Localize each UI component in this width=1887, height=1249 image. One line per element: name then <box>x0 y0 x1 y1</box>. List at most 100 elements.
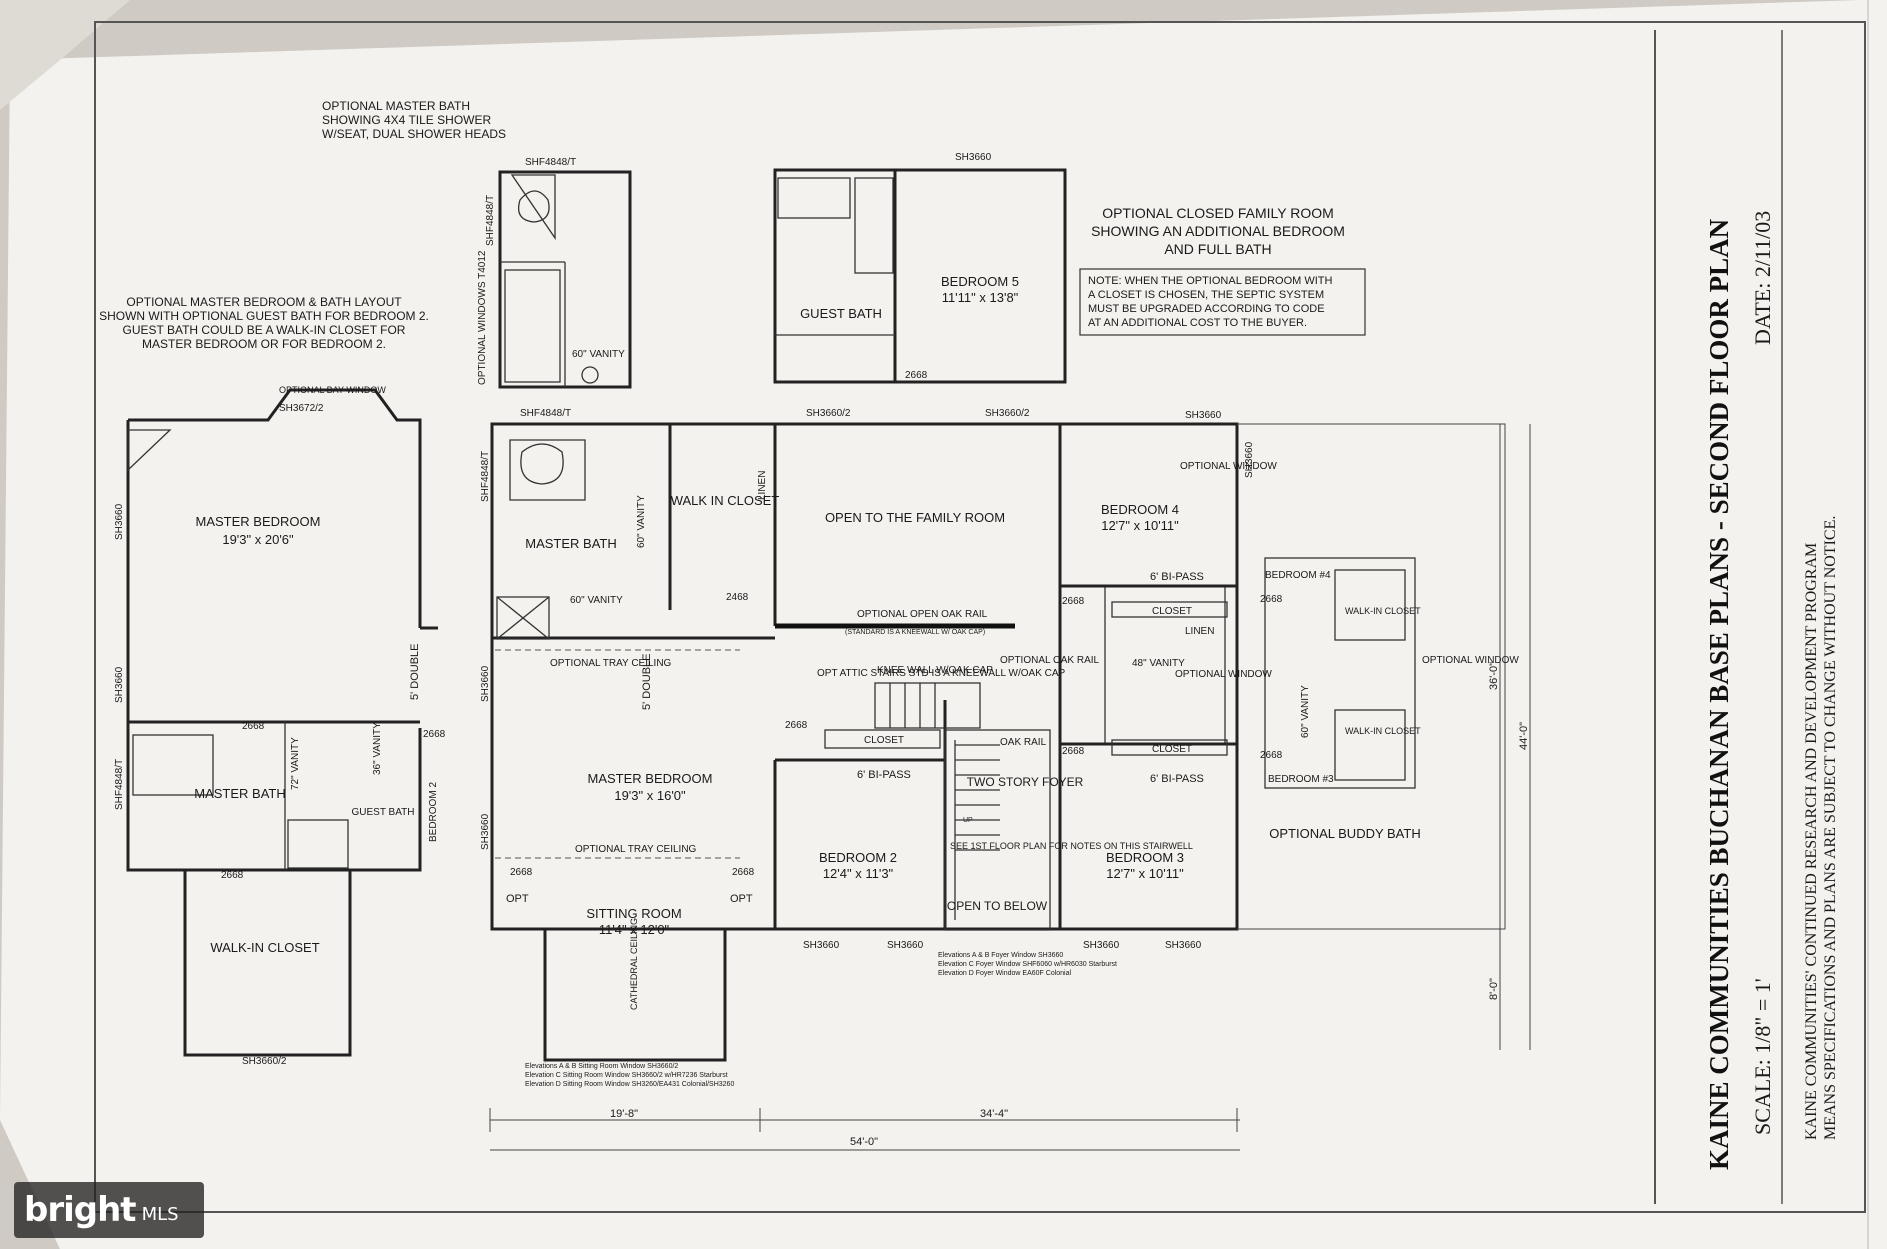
svg-text:MUST BE UPGRADED ACCORDING TO: MUST BE UPGRADED ACCORDING TO CODE <box>1088 303 1325 315</box>
svg-text:6' BI-PASS: 6' BI-PASS <box>1150 571 1204 583</box>
svg-text:60" VANITY: 60" VANITY <box>570 595 623 606</box>
septic-note-box: NOTE: WHEN THE OPTIONAL BEDROOM WITH A C… <box>1079 268 1366 336</box>
svg-text:OPTIONAL OPEN OAK RAIL: OPTIONAL OPEN OAK RAIL <box>857 609 988 620</box>
svg-text:UP: UP <box>963 817 973 824</box>
svg-text:OAK RAIL: OAK RAIL <box>1000 737 1047 748</box>
svg-text:SH3660: SH3660 <box>1185 410 1222 421</box>
svg-text:SH3672/2: SH3672/2 <box>279 403 324 414</box>
svg-text:11'11" x 13'8": 11'11" x 13'8" <box>942 290 1019 305</box>
svg-text:OPTIONAL TRAY CEILING: OPTIONAL TRAY CEILING <box>575 844 697 855</box>
svg-text:SH3660: SH3660 <box>114 503 125 540</box>
svg-text:5' DOUBLE: 5' DOUBLE <box>641 653 653 710</box>
svg-text:19'3" x 16'0": 19'3" x 16'0" <box>614 788 686 803</box>
svg-text:OPT: OPT <box>730 893 753 905</box>
optional-bedroom5-inset: GUEST BATH BEDROOM 5 11'11" x 13'8" SH36… <box>773 152 1067 384</box>
svg-text:SH3660/2: SH3660/2 <box>242 1056 287 1067</box>
svg-text:Elevation D Sitting Room Windo: Elevation D Sitting Room Window SH3260/E… <box>525 1081 734 1088</box>
svg-text:2668: 2668 <box>510 867 533 878</box>
svg-text:SHOWING 4X4 TILE SHOWER: SHOWING 4X4 TILE SHOWER <box>322 113 491 127</box>
svg-text:MASTER BEDROOM: MASTER BEDROOM <box>196 514 321 529</box>
svg-text:OPEN TO BELOW: OPEN TO BELOW <box>947 899 1048 913</box>
scale-block: SCALE: 1/8" = 1' <box>1750 978 1775 1135</box>
svg-text:36'-0": 36'-0" <box>1488 662 1500 690</box>
svg-text:SH3660: SH3660 <box>955 152 992 163</box>
window-labels: SHF4848/T SH3660/2 SH3660/2 SH3660 SH366… <box>520 408 1222 951</box>
svg-text:12'4" x 11'3": 12'4" x 11'3" <box>823 866 894 881</box>
svg-text:LINEN: LINEN <box>757 471 768 500</box>
note-optional-master-bath: OPTIONAL MASTER BATH SHOWING 4X4 TILE SH… <box>322 99 506 141</box>
svg-text:OPTIONAL OAK RAIL: OPTIONAL OAK RAIL <box>1000 655 1100 666</box>
svg-text:BEDROOM 3: BEDROOM 3 <box>1106 850 1184 865</box>
room-labels: MASTER BATH WALK IN CLOSET OPEN TO THE F… <box>525 493 1420 937</box>
logo-brand: bright <box>24 1190 137 1230</box>
svg-text:72" VANITY: 72" VANITY <box>290 737 301 790</box>
svg-text:OPTIONAL MASTER BEDROOM & BATH: OPTIONAL MASTER BEDROOM & BATH LAYOUT <box>126 295 402 309</box>
svg-text:OPTIONAL BAY WINDOW: OPTIONAL BAY WINDOW <box>279 385 386 395</box>
svg-text:CLOSET: CLOSET <box>864 735 904 746</box>
annotation-labels: 60" VANITY 48" VANITY OPTIONAL WINDOW OP… <box>506 461 1519 905</box>
svg-text:2668: 2668 <box>242 721 265 732</box>
svg-text:CATHEDRAL CEILING: CATHEDRAL CEILING <box>629 918 639 1010</box>
dimension-lines: 19'-8" 34'-4" 54'-0" <box>489 424 1531 1151</box>
svg-text:48" VANITY: 48" VANITY <box>1132 658 1185 669</box>
svg-text:SH3660: SH3660 <box>1165 940 1202 951</box>
svg-text:WALK-IN CLOSET: WALK-IN CLOSET <box>210 940 319 955</box>
logo-suffix: MLS <box>141 1203 179 1225</box>
svg-text:SH3660: SH3660 <box>803 940 840 951</box>
svg-text:SH3660: SH3660 <box>1244 441 1255 478</box>
svg-text:36" VANITY: 36" VANITY <box>372 722 383 775</box>
svg-text:WALK-IN CLOSET: WALK-IN CLOSET <box>1345 606 1421 616</box>
svg-text:SH3660/2: SH3660/2 <box>806 408 851 419</box>
svg-text:34'-4": 34'-4" <box>980 1108 1008 1120</box>
svg-text:SITTING ROOM: SITTING ROOM <box>586 906 681 921</box>
svg-text:2668: 2668 <box>1260 594 1283 605</box>
svg-text:5' DOUBLE: 5' DOUBLE <box>409 643 421 700</box>
svg-text:NOTE: WHEN THE OPTIONAL BEDROO: NOTE: WHEN THE OPTIONAL BEDROOM WITH <box>1088 275 1333 287</box>
svg-text:GUEST BATH: GUEST BATH <box>800 306 882 321</box>
plan-title: KAINE COMMUNITIES BUCHANAN BASE PLANS - … <box>1704 218 1734 1170</box>
svg-text:6' BI-PASS: 6' BI-PASS <box>857 769 911 781</box>
notice-line-1: KAINE COMMUNITIES' CONTINUED RESEARCH AN… <box>1803 543 1820 1140</box>
note-optional-master-layout: OPTIONAL MASTER BEDROOM & BATH LAYOUT SH… <box>99 295 429 351</box>
sheet-border <box>94 21 1866 1213</box>
svg-text:2668: 2668 <box>423 729 446 740</box>
svg-text:OPTIONAL BUDDY BATH: OPTIONAL BUDDY BATH <box>1269 826 1420 841</box>
svg-text:12'7" x 10'11": 12'7" x 10'11" <box>1106 866 1184 881</box>
svg-text:GUEST BATH COULD BE A WALK-IN: GUEST BATH COULD BE A WALK-IN CLOSET FOR <box>123 323 406 337</box>
svg-text:BEDROOM #3: BEDROOM #3 <box>1268 774 1334 785</box>
svg-text:W/SEAT, DUAL SHOWER HEADS: W/SEAT, DUAL SHOWER HEADS <box>322 127 506 141</box>
svg-text:CLOSET: CLOSET <box>1152 744 1192 755</box>
svg-text:2668: 2668 <box>1260 750 1283 761</box>
svg-text:GUEST BATH: GUEST BATH <box>352 807 415 818</box>
svg-text:60" VANITY: 60" VANITY <box>572 349 625 360</box>
notice-block: KAINE COMMUNITIES' CONTINUED RESEARCH AN… <box>1803 543 1820 1140</box>
svg-text:BEDROOM 2: BEDROOM 2 <box>819 850 897 865</box>
svg-text:SHOWN WITH OPTIONAL GUEST BATH: SHOWN WITH OPTIONAL GUEST BATH FOR BEDRO… <box>99 309 429 323</box>
svg-text:2668: 2668 <box>905 370 928 381</box>
svg-text:2468: 2468 <box>726 592 749 603</box>
svg-text:SHF4848/T: SHF4848/T <box>520 408 571 419</box>
svg-text:12'7" x 10'11": 12'7" x 10'11" <box>1101 518 1179 533</box>
svg-text:8'-0": 8'-0" <box>1488 978 1500 1000</box>
svg-text:SHF4848/T: SHF4848/T <box>480 451 491 502</box>
svg-text:SH3660: SH3660 <box>480 665 491 702</box>
optional-master-bath-inset: SHF4848/T 60" VANITY <box>498 157 632 389</box>
svg-text:SHOWING AN ADDITIONAL BEDROOM: SHOWING AN ADDITIONAL BEDROOM <box>1091 223 1345 239</box>
svg-text:19'-8": 19'-8" <box>610 1108 638 1120</box>
svg-text:BEDROOM 5: BEDROOM 5 <box>941 274 1019 289</box>
svg-text:Elevation D Foyer Window EA60F: Elevation D Foyer Window EA60F Colonial <box>938 970 1072 977</box>
svg-text:OPEN TO THE FAMILY ROOM: OPEN TO THE FAMILY ROOM <box>825 510 1005 525</box>
svg-text:SEE 1ST FLOOR PLAN FOR NOTES O: SEE 1ST FLOOR PLAN FOR NOTES ON THIS STA… <box>950 841 1193 851</box>
svg-text:SH3660: SH3660 <box>480 813 491 850</box>
svg-text:WALK IN CLOSET: WALK IN CLOSET <box>671 493 780 508</box>
svg-text:Elevation C Sitting Room Windo: Elevation C Sitting Room Window SH3660/2… <box>525 1072 728 1079</box>
notice-block-2: MEANS SPECIFICATIONS AND PLANS ARE SUBJE… <box>1822 516 1839 1140</box>
svg-text:SHF4848/T: SHF4848/T <box>114 759 125 810</box>
svg-text:Elevation C Foyer Window SHF60: Elevation C Foyer Window SHF6060 w/HR603… <box>938 961 1117 968</box>
svg-text:19'3" x 20'6": 19'3" x 20'6" <box>222 532 294 547</box>
svg-text:TWO STORY FOYER: TWO STORY FOYER <box>967 775 1084 789</box>
svg-text:11'4" x 12'0": 11'4" x 12'0" <box>599 922 670 937</box>
svg-text:OPTIONAL TRAY CEILING: OPTIONAL TRAY CEILING <box>550 658 672 669</box>
svg-text:BEDROOM 2: BEDROOM 2 <box>428 782 439 842</box>
